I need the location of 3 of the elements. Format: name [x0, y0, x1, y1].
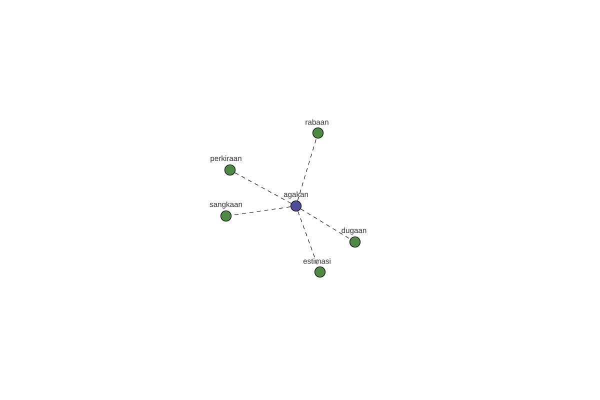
connector-line [297, 138, 317, 201]
connector-line [300, 208, 351, 240]
connector-line [234, 172, 292, 204]
